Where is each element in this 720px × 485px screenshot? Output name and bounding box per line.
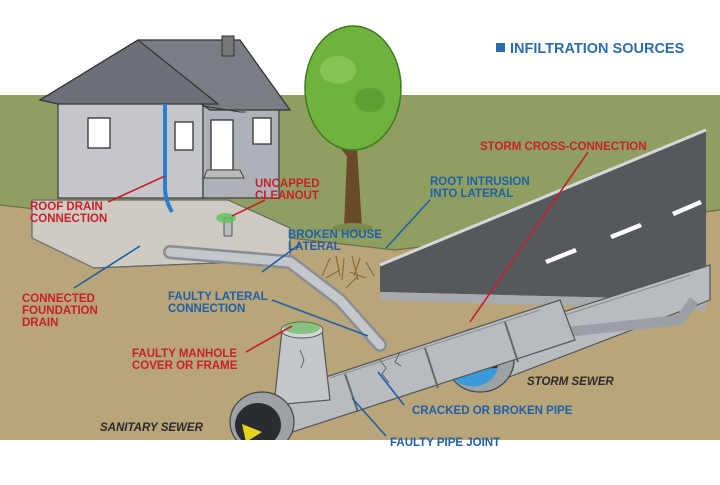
label-faulty-manhole: FAULTY MANHOLE COVER OR FRAME [132,348,238,372]
label-root-intrusion: ROOT INTRUSION INTO LATERAL [430,176,530,200]
svg-text:ROOT INTRUSION: ROOT INTRUSION [430,176,530,188]
svg-text:CLEANOUT: CLEANOUT [255,190,319,202]
sanitary-sewer-pipe [229,299,576,440]
svg-text:CONNECTION: CONNECTION [168,303,245,315]
svg-text:FOUNDATION: FOUNDATION [22,305,98,317]
svg-text:COVER OR FRAME: COVER OR FRAME [132,360,238,372]
svg-text:UNCAPPED: UNCAPPED [255,178,320,190]
label-faulty-lateral-connection: FAULTY LATERAL CONNECTION [168,291,268,315]
svg-text:ROOF DRAIN: ROOF DRAIN [30,201,103,213]
label-connected-foundation-drain: CONNECTED FOUNDATION DRAIN [22,293,98,329]
label-roof-drain: ROOF DRAIN CONNECTION [30,201,107,225]
svg-text:FAULTY LATERAL: FAULTY LATERAL [168,291,268,303]
label-storm-cross-connection: STORM CROSS-CONNECTION [480,141,647,153]
roots [321,255,375,289]
svg-text:LATERAL: LATERAL [288,241,341,253]
svg-text:BROKEN HOUSE: BROKEN HOUSE [288,229,382,241]
tree [304,25,402,233]
svg-text:FAULTY MANHOLE: FAULTY MANHOLE [132,348,237,360]
bottom-margin [0,446,720,480]
road-lane-markings [545,200,702,264]
diagram-title: INFILTRATION SOURCES [510,41,685,57]
title-marker [496,43,505,52]
label-sanitary-sewer: SANITARY SEWER [100,422,204,434]
label-uncapped-cleanout: UNCAPPED CLEANOUT [255,178,320,202]
svg-text:INTO LATERAL: INTO LATERAL [430,188,513,200]
label-storm-sewer: STORM SEWER [527,376,614,388]
label-broken-house-lateral: BROKEN HOUSE LATERAL [288,229,382,253]
label-cracked-pipe: CRACKED OR BROKEN PIPE [412,405,573,417]
leader-lines [73,151,589,437]
svg-text:CONNECTED: CONNECTED [22,293,95,305]
house [38,35,292,199]
svg-text:CONNECTION: CONNECTION [30,213,107,225]
roof-downspout [163,104,174,214]
svg-text:DRAIN: DRAIN [22,317,58,329]
